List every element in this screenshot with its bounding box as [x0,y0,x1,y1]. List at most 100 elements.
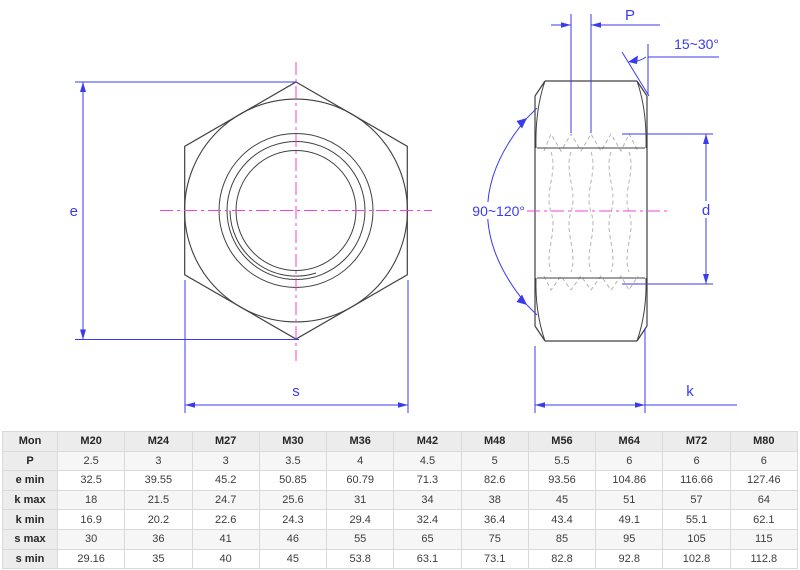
spec-cell: 16.9 [56,509,126,530]
spec-cell: 82.8 [527,548,597,570]
thread-lines [543,132,639,291]
column-header: M36 [326,431,395,452]
spec-cell: 104.86 [595,470,664,491]
spec-cell: 3.5 [258,450,328,472]
face-curve [636,80,647,149]
spec-cell: 55 [326,528,395,550]
spec-cell: 5.5 [527,450,597,472]
spec-cell: 21.5 [124,489,193,511]
column-header: Mon [2,431,58,452]
spec-cell: 20.2 [124,509,193,530]
thread-crest-top [543,132,639,153]
spec-cell: 4 [326,450,395,472]
spec-cell: 57 [662,489,731,511]
spec-cell: 35 [124,548,193,570]
row-label: s min [2,548,58,570]
row-label: k max [2,489,58,511]
spec-cell: 31 [326,489,395,511]
face-curve [535,80,546,149]
row-label: k min [2,509,58,530]
p-arrow-left [591,22,601,28]
k-arrow-right [635,402,645,408]
spec-cell: 6 [595,450,664,472]
spec-cell: 115 [729,528,799,550]
row-label: e min [2,470,58,491]
spec-cell: 105 [662,528,731,550]
chamfer-angle-slope-line [621,51,650,97]
countersink-arrow-top [516,118,527,129]
s-label: s [292,383,300,400]
k-label: k [686,383,694,400]
spec-cell: 64 [729,489,799,511]
spec-cell: 62.1 [729,509,799,530]
column-header: M72 [662,431,731,452]
d-arrow-up [703,134,709,144]
d-label-mask [699,201,713,218]
spec-cell: 43.4 [527,509,597,530]
column-header: M64 [595,431,664,452]
spec-cell: 6 [729,450,799,472]
spec-cell: 39.55 [124,470,193,491]
spec-cell: 93.56 [527,470,597,491]
spec-cell: 60.79 [326,470,395,491]
thread-helix [568,151,574,273]
spec-cell: 51 [595,489,664,511]
corner-chamfer [534,80,546,97]
spec-cell: 53.8 [326,548,395,570]
p-label: P [625,7,635,24]
spec-cell: 112.8 [729,548,799,570]
thread-helix [608,151,614,273]
countersink-label-mask [459,202,525,219]
chamfer-angle-annotation [621,44,719,97]
p-arrow-right [561,22,571,28]
spec-cell: 50.85 [258,470,328,491]
d-arrow-down [703,274,709,284]
countersink-arc-tick-top [526,107,538,119]
row-label: s max [2,528,58,550]
spec-cell: 45 [258,548,328,570]
spec-cell: 2.5 [56,450,126,472]
countersink-arrow-bottom [516,294,527,305]
spec-cell: 24.3 [258,509,328,530]
spec-cell: 71.3 [393,470,462,491]
spec-cell: 41 [191,528,260,550]
drawing-canvas: e s [70,7,737,413]
corner-chamfer [534,325,546,342]
e-label: e [70,203,78,220]
thread-crest-bottom [543,275,639,291]
d-label: d [702,202,710,219]
spec-cell: 92.8 [595,548,664,570]
spec-cell: 4.5 [393,450,462,472]
thread-helix [626,151,632,273]
spec-cell: 6 [662,450,731,472]
spec-cell: 22.6 [191,509,260,530]
spec-cell: 38 [460,489,529,511]
spec-cell: 127.46 [729,470,799,491]
spec-cell: 73.1 [460,548,529,570]
spec-cell: 36 [124,528,193,550]
s-arrow-right [398,402,408,408]
column-header: M24 [124,431,193,452]
countersink-arc-tick-bottom [526,304,538,316]
spec-cell: 82.6 [460,470,529,491]
side-view: P 15~30° 90~120° [459,7,737,413]
thread-helix [548,151,554,273]
column-header: M80 [729,431,799,452]
spec-cell: 116.66 [662,470,731,491]
spec-cell: 29.4 [326,509,395,530]
spec-cell: 29.16 [56,548,126,570]
spec-cell: 30 [56,528,126,550]
countersink-angle-label: 90~120° [472,203,525,219]
spec-cell: 32.4 [393,509,462,530]
column-header: M56 [527,431,597,452]
spec-cell: 95 [595,528,664,550]
spec-cell: 36.4 [460,509,529,530]
spec-cell: 102.8 [662,548,731,570]
row-label: P [2,450,58,472]
spec-cell: 63.1 [393,548,462,570]
spec-cell: 65 [393,528,462,550]
thread-helix [588,151,594,273]
spec-cell: 18 [56,489,126,511]
face-chamfer-curves [535,80,647,342]
dimension-s [184,280,409,413]
